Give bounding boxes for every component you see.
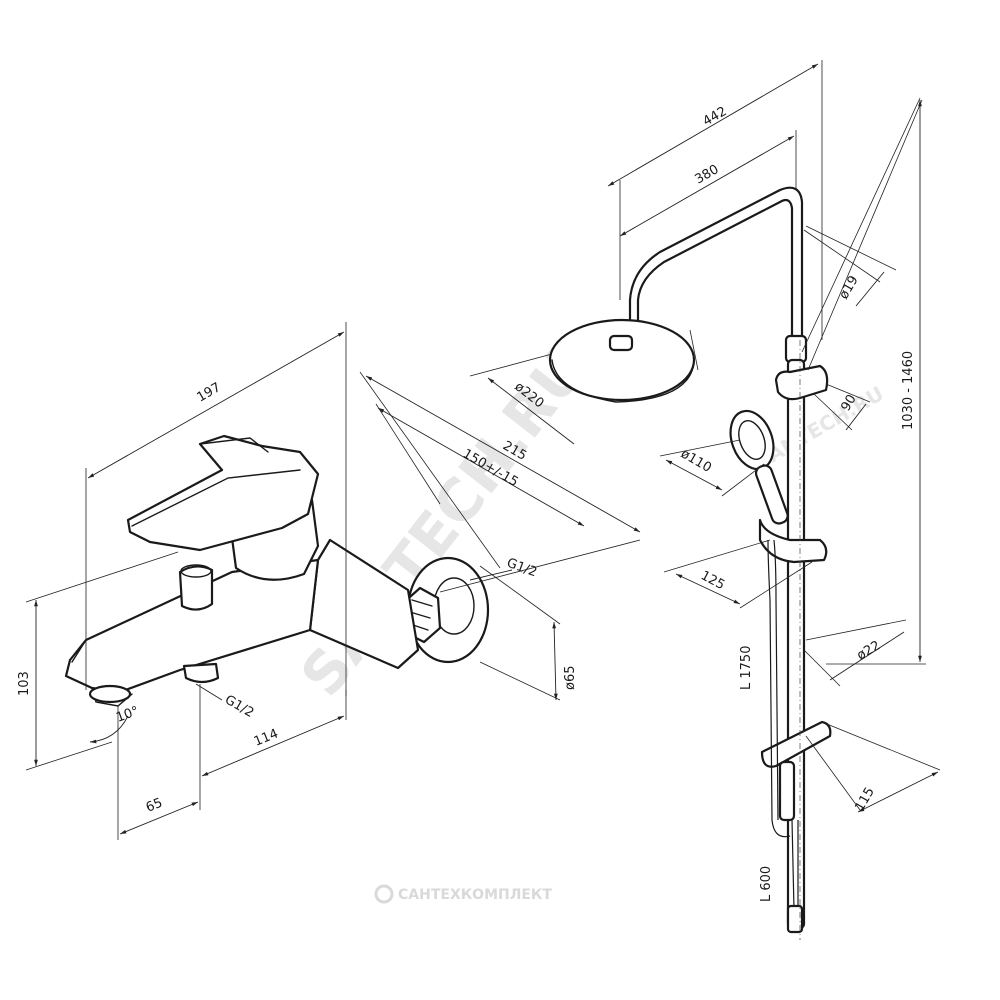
short-hose [791,819,799,911]
dim-line-110 [665,459,723,491]
watermark-logo-icon [374,884,394,904]
label-65-diameter: ø65 [563,666,578,691]
label-197: 197 [195,380,224,405]
shower-rail [786,358,806,930]
label-103: 103 [17,671,32,696]
dim-line-150 [377,407,585,527]
dim-line-65 [119,801,199,835]
slide-holder [758,518,828,564]
watermark-bottom-logo: САНТЕХКОМПЛЕКТ [374,884,552,904]
label-g12-right: G1/2 [505,556,539,581]
bath-mixer [64,434,490,707]
label-110-diameter: ø110 [678,446,714,475]
shower-system [548,186,832,934]
label-65: 65 [144,796,165,816]
hose-end [786,904,804,934]
dim-line-125 [675,573,741,605]
dimension-labels: 197 215 150+/-15 G1/2 ø65 103 10° G1/2 1… [17,104,916,902]
dim-line-19 [855,271,885,307]
label-22-diameter: ø22 [855,638,884,663]
label-19-diameter: ø19 [836,273,861,302]
long-hose [767,539,791,838]
label-hose-1750: L 1750 [739,646,754,690]
label-380: 380 [693,162,722,187]
label-442: 442 [701,104,730,129]
shower-arm-pipe [628,186,804,342]
label-height-range: 1030 - 1460 [901,351,916,430]
shower-head-connector [608,334,634,352]
dim-line-114 [201,715,345,777]
dim-line-65-diameter [552,621,558,701]
label-115: 115 [852,785,877,814]
label-125: 125 [698,568,727,593]
label-g12-bottom: G1/2 [222,692,256,720]
upper-holder [774,364,829,401]
dim-line-220 [487,377,575,445]
dim-line-115 [857,771,939,813]
label-10-degree: 10° [114,704,141,726]
label-hose-600: L 600 [759,866,774,902]
dim-line-90 [845,403,867,431]
mixer-bottom-outlet [182,662,220,684]
dim-line-22 [829,631,905,681]
watermark-bottom-text: САНТЕХКОМПЛЕКТ [398,887,552,903]
dimension-lines [34,63,939,835]
mixer-aerator [88,684,132,704]
dim-arc-10 [89,715,129,744]
hand-shower-handle [754,464,789,525]
dim-line-380 [619,135,795,237]
extension-lines [25,60,941,940]
dim-line-197 [87,331,345,479]
label-114: 114 [252,727,281,750]
mixer-diverter-knob [178,565,214,611]
label-90: 90 [838,392,859,414]
